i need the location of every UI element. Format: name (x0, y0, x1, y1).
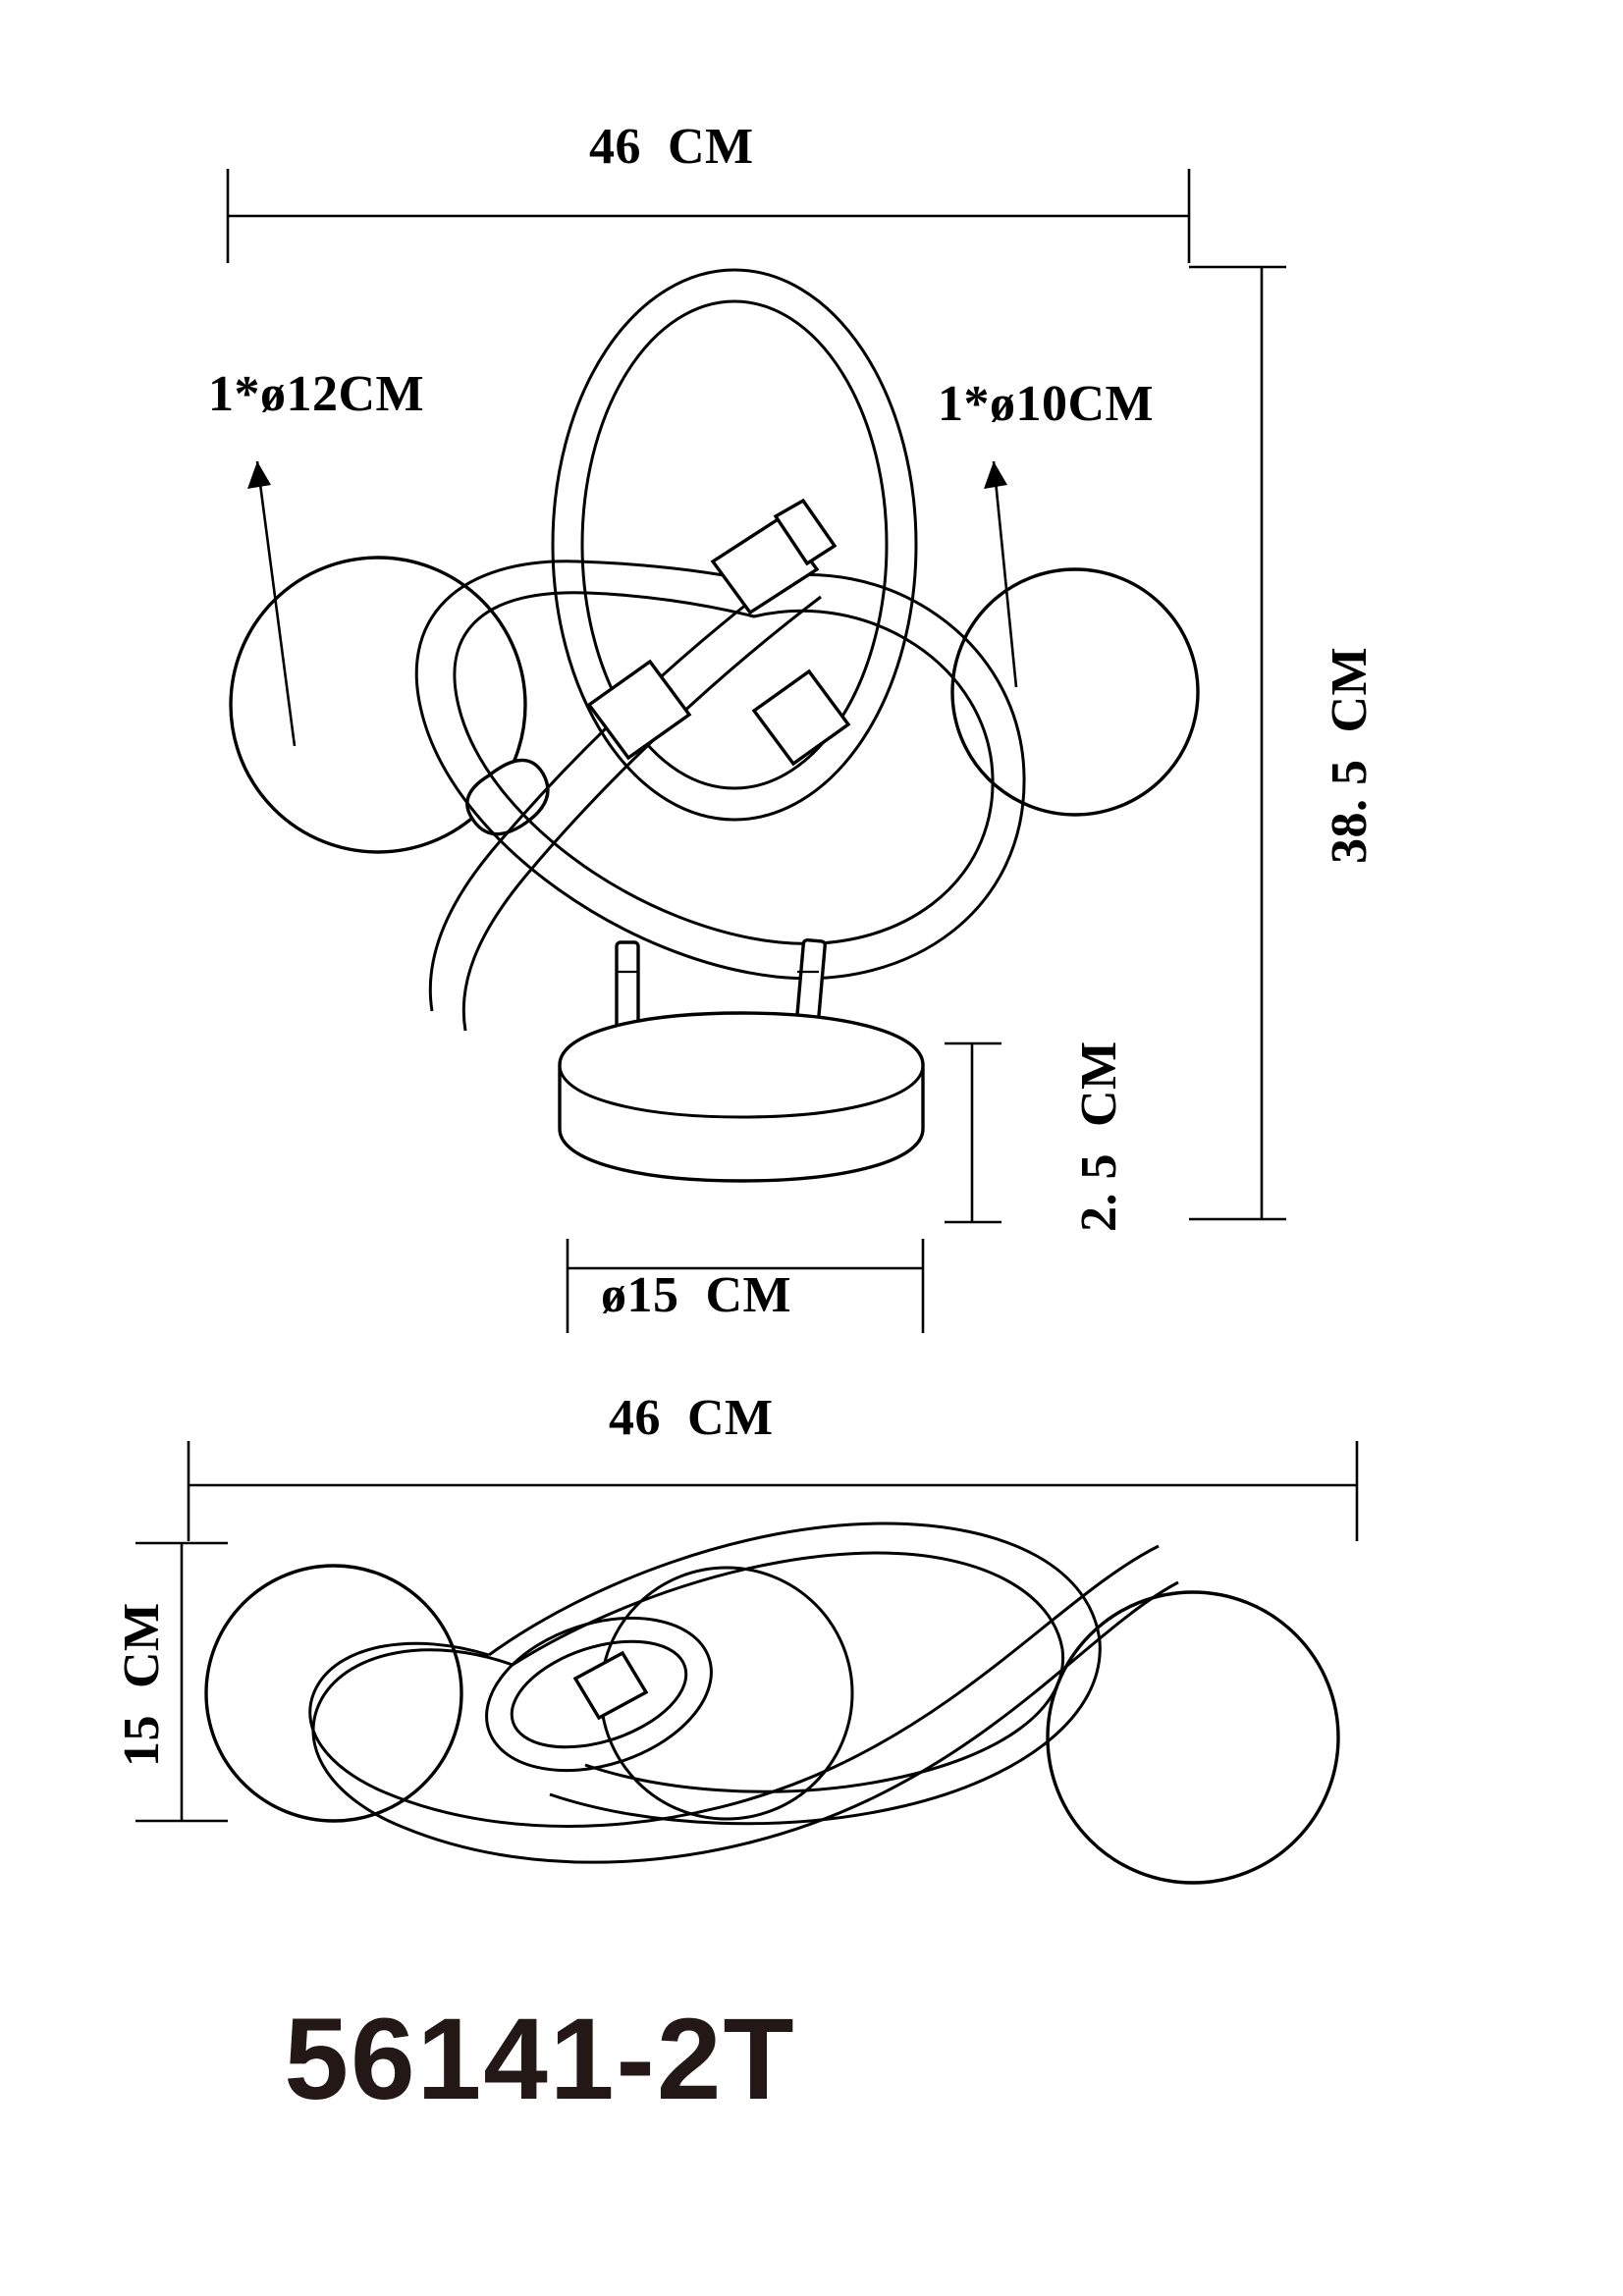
front-width-dimension (226, 169, 1191, 263)
diagonal-arm (428, 572, 822, 1032)
top-view-lamp (204, 1522, 1340, 1885)
top-small-globe (1046, 1590, 1340, 1885)
large-globe-leader (247, 460, 297, 747)
model-number: 56141-2T (284, 1995, 796, 2124)
top-depth-label: 15 CM (114, 1602, 170, 1767)
base-height-label: 2. 5 CM (1071, 1041, 1127, 1232)
top-ring-inner (485, 1616, 713, 1773)
tilted-ring (414, 560, 1026, 981)
top-depth-dimension (135, 1541, 228, 1823)
front-width-label: 46 CM (589, 119, 754, 175)
front-height-dimension (1189, 265, 1286, 1221)
base-diameter-dimension (566, 1239, 925, 1333)
base-height-dimension (945, 1041, 1001, 1224)
arm-connector-top (710, 498, 838, 615)
arm-connector-mid-left (586, 659, 692, 761)
large-globe-callout-label: 1*ø12CM (208, 366, 425, 422)
small-globe-callout-label: 1*ø10CM (938, 376, 1155, 432)
arm-connector-mid-right (751, 668, 851, 767)
small-globe-leader (984, 460, 1018, 688)
small-globe (950, 567, 1200, 817)
base-diameter-label: ø15 CM (601, 1267, 792, 1323)
base-plate (558, 1011, 925, 1183)
top-width-label: 46 CM (609, 1390, 774, 1446)
top-large-globe (204, 1564, 463, 1823)
front-view-lamp (229, 268, 1200, 1183)
top-ring-long (308, 1544, 1179, 1864)
top-connector-nub (572, 1650, 649, 1721)
top-ring-upper (488, 1522, 1102, 1826)
front-height-label: 38. 5 CM (1322, 646, 1378, 864)
top-width-dimension (187, 1441, 1359, 1541)
vertical-ring (551, 268, 918, 822)
